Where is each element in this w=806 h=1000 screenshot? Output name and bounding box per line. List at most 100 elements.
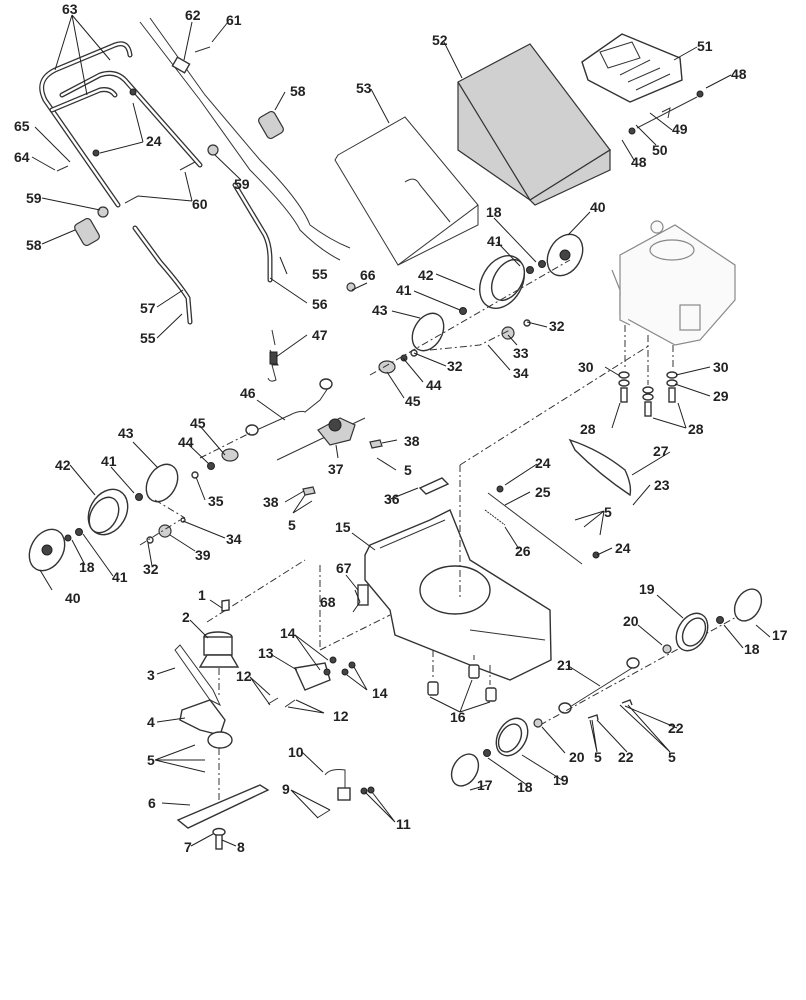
callout-68: 68 (320, 594, 336, 610)
callout-64: 64 (14, 149, 30, 165)
callout-18: 18 (79, 559, 95, 575)
callout-5: 5 (288, 517, 296, 533)
spring (484, 509, 506, 526)
knob (207, 144, 219, 156)
clip (302, 486, 316, 496)
callout-5: 5 (147, 752, 155, 768)
engine-bolts (618, 325, 678, 417)
callout-65: 65 (14, 118, 30, 134)
callout-22: 22 (618, 749, 634, 765)
bag-lid (581, 33, 683, 103)
callout-45: 45 (405, 393, 421, 409)
blade-drive (174, 599, 270, 850)
callout-25: 25 (535, 484, 551, 500)
callout-32: 32 (143, 561, 159, 577)
callout-44: 44 (426, 377, 442, 393)
callout-17: 17 (772, 627, 788, 643)
cable-clip (171, 56, 191, 74)
callout-32: 32 (447, 358, 463, 374)
callout-labels: 63 62 61 52 51 48 49 50 48 53 58 24 65 6… (14, 1, 788, 855)
callout-41: 41 (487, 233, 503, 249)
callout-30: 30 (578, 359, 594, 375)
callout-1: 1 (198, 587, 206, 603)
clip (661, 107, 671, 119)
seal (628, 127, 636, 135)
callout-41: 41 (396, 282, 412, 298)
callout-8: 8 (237, 839, 245, 855)
bolt (56, 165, 69, 172)
callout-41: 41 (101, 453, 117, 469)
callout-56: 56 (312, 296, 328, 312)
bolt (124, 195, 139, 204)
callout-24: 24 (146, 133, 162, 149)
callout-36: 36 (384, 491, 400, 507)
callout-29: 29 (713, 388, 729, 404)
rear-wheel-right (369, 233, 584, 376)
callout-28: 28 (688, 421, 704, 437)
nut (592, 551, 600, 559)
callout-41: 41 (112, 569, 128, 585)
callout-19: 19 (639, 581, 655, 597)
callout-55: 55 (312, 266, 328, 282)
callout-38: 38 (263, 494, 279, 510)
plate (418, 477, 450, 495)
callout-11: 11 (396, 816, 411, 832)
knob (97, 206, 109, 218)
callout-5: 5 (604, 504, 612, 520)
callout-3: 3 (147, 667, 155, 683)
callout-67: 67 (336, 560, 352, 576)
nut (496, 485, 504, 493)
callout-46: 46 (240, 385, 256, 401)
callout-50: 50 (652, 142, 668, 158)
callout-6: 6 (148, 795, 156, 811)
callout-18: 18 (486, 204, 502, 220)
callout-19: 19 (553, 772, 569, 788)
callout-10: 10 (288, 744, 304, 760)
callout-48: 48 (631, 154, 647, 170)
callout-44: 44 (178, 434, 194, 450)
callout-23: 23 (654, 477, 670, 493)
callout-14: 14 (280, 625, 296, 641)
rod (487, 492, 583, 565)
callout-42: 42 (55, 457, 71, 473)
grass-bag (457, 43, 611, 206)
callout-20: 20 (569, 749, 585, 765)
cap-nut (346, 282, 356, 292)
callout-59: 59 (26, 190, 42, 206)
drive-lever (199, 378, 333, 459)
callout-28: 28 (580, 421, 596, 437)
callout-14: 14 (372, 685, 388, 701)
callout-48: 48 (731, 66, 747, 82)
callout-18: 18 (517, 779, 533, 795)
callout-9: 9 (282, 781, 290, 797)
callout-57: 57 (140, 300, 156, 316)
callout-4: 4 (147, 714, 155, 730)
callout-33: 33 (513, 345, 529, 361)
leader-lines (31, 14, 771, 847)
callout-37: 37 (328, 461, 344, 477)
nut (92, 149, 100, 157)
callout-34: 34 (513, 365, 529, 381)
callout-12: 12 (236, 668, 252, 684)
callout-40: 40 (65, 590, 81, 606)
engine (611, 220, 736, 346)
axis-line (319, 614, 391, 651)
callout-12: 12 (333, 708, 349, 724)
callout-43: 43 (372, 302, 388, 318)
bag-rod (636, 96, 698, 129)
cable-clip-58 (258, 110, 284, 140)
callout-13: 13 (258, 645, 274, 661)
callout-16: 16 (450, 709, 466, 725)
callout-35: 35 (208, 493, 224, 509)
callout-26: 26 (515, 543, 531, 559)
callout-58: 58 (26, 237, 42, 253)
callout-5: 5 (594, 749, 602, 765)
mower-deck (364, 509, 552, 681)
callout-38: 38 (404, 433, 420, 449)
screw (194, 46, 211, 53)
callout-45: 45 (190, 415, 206, 431)
callout-17: 17 (477, 777, 493, 793)
callout-39: 39 (195, 547, 211, 563)
callout-42: 42 (418, 267, 434, 283)
